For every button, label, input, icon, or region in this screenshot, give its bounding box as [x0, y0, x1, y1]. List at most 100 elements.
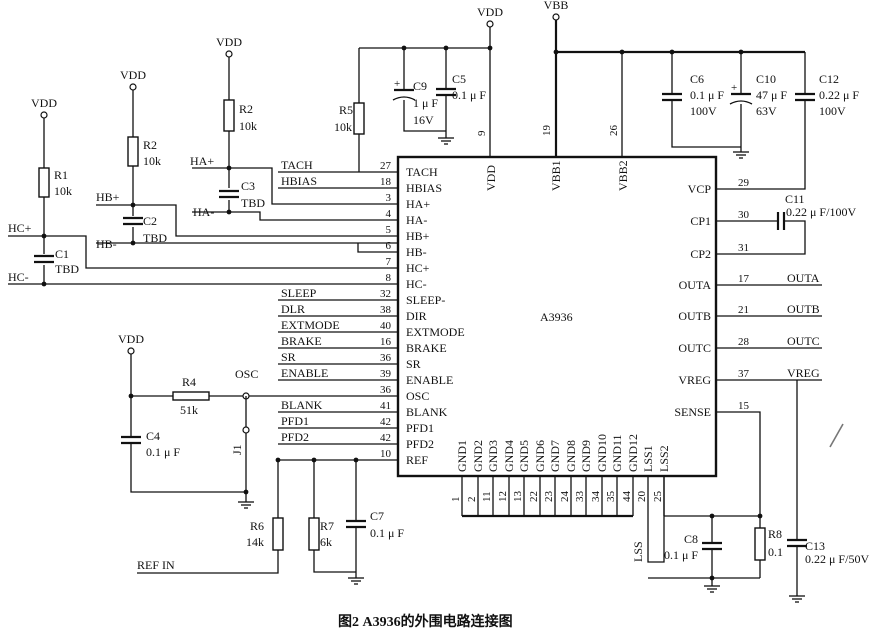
osc-label: OSC: [235, 367, 258, 381]
c9-voltage: 16V: [413, 113, 434, 127]
c8-ref: C8: [684, 532, 698, 546]
vdd-label: VDD: [120, 68, 146, 82]
c1-value: TBD: [55, 262, 79, 276]
net-label-hbias: HBIAS: [281, 174, 317, 188]
terminal: [127, 347, 135, 355]
r5-value: 10k: [334, 120, 352, 134]
r7-ref: R7: [320, 519, 334, 533]
pin-num-gnd6: 22: [528, 491, 540, 502]
pin-name-ha: HA+: [406, 197, 430, 211]
pin-num-vcp: 29: [738, 177, 750, 189]
pin-num-ha: 4: [386, 208, 392, 220]
c7-ref: C7: [370, 509, 384, 523]
pin-name-gnd4: GND4: [502, 440, 516, 472]
net-label-tach: TACH: [281, 158, 313, 172]
pin-name-blank: BLANK: [406, 405, 448, 419]
pin-num-hb: 5: [386, 224, 392, 236]
pin-name-ha: HA-: [406, 213, 427, 227]
r2-a-ref: R2: [239, 102, 253, 116]
pin-num-hbias: 18: [380, 176, 392, 188]
r1-value: 10k: [54, 184, 72, 198]
pin-name-gnd6: GND6: [533, 440, 547, 472]
c11-ref: C11: [785, 192, 805, 206]
net-label-sleep: SLEEP: [281, 286, 317, 300]
c9-value: 1 μ F: [413, 96, 438, 110]
hc-minus-label: HC-: [8, 270, 29, 284]
pin-num-outb: 21: [738, 304, 749, 316]
hb-plus-label: HB+: [96, 190, 120, 204]
r7-value: 6k: [320, 535, 332, 549]
pin-num-brake: 16: [380, 336, 392, 348]
resistor-r4: [172, 391, 210, 401]
pin-name-pfd1: PFD1: [406, 421, 434, 435]
ha-plus-label: HA+: [190, 154, 214, 168]
pin-num-pfd2: 42: [380, 432, 391, 444]
resistor-r2-b: [127, 136, 139, 167]
pin-name-gnd8: GND8: [564, 440, 578, 472]
hb-plus-net: [96, 204, 398, 237]
polarity-mark: +: [394, 78, 400, 90]
hc-plus-label: HC+: [8, 221, 32, 235]
pin-num-dir: 38: [380, 304, 392, 316]
pin-name-hc: HC-: [406, 277, 427, 291]
pin-name-gnd10: GND10: [595, 434, 609, 472]
net-label-vreg: VREG: [787, 366, 820, 380]
terminal: [40, 111, 48, 119]
junction-dot: [487, 45, 493, 51]
pin-name-vreg: VREG: [678, 373, 711, 387]
junction-dot: [553, 49, 559, 55]
r7-wire: [313, 550, 356, 573]
pin-num-pfd1: 42: [380, 416, 391, 428]
vdd-label: VDD: [118, 332, 144, 346]
vdd-label: VBB: [544, 0, 569, 12]
c1-ref: C1: [55, 247, 69, 261]
pin-num-gnd12: 44: [621, 491, 633, 503]
pin-name-lss2: LSS2: [657, 445, 671, 472]
c13-value: 0.22 μ F/50V: [805, 552, 869, 566]
pin-name-gnd1: GND1: [455, 440, 469, 472]
capacitor-c9: [392, 96, 416, 101]
pin-num-gnd1: 1: [450, 497, 462, 503]
pin-num-gnd8: 24: [559, 491, 571, 503]
pin-num-vbb1: 19: [541, 125, 553, 137]
ha-minus-net: [229, 211, 398, 221]
c12-value: 0.22 μ F: [819, 88, 859, 102]
hb-minus-net: [357, 243, 398, 253]
pin-num-gnd11: 35: [605, 491, 617, 503]
labels: A3936TACH27TACHHBIAS18HBIASHA+3HA-4HB+5H…: [8, 0, 869, 630]
ref-in-wire: [137, 550, 279, 574]
pin-num-hc: 8: [386, 272, 392, 284]
pin-num-gnd3: 11: [481, 491, 493, 502]
c12-wire: [716, 100, 806, 190]
pin-num-hc: 7: [386, 256, 392, 268]
hc-plus-net: [8, 235, 398, 269]
c6-value: 0.1 μ F: [690, 88, 724, 102]
vdd-label: VDD: [477, 5, 503, 19]
r1-ref: R1: [54, 168, 68, 182]
terminal: [129, 83, 137, 91]
vdd-label: VDD: [216, 35, 242, 49]
c6-ref: C6: [690, 72, 704, 86]
lss-label: LSS: [631, 541, 645, 562]
net-label-outc: OUTC: [787, 334, 820, 348]
pin-num-gnd9: 33: [574, 491, 586, 503]
net-label-pfd2: PFD2: [281, 430, 309, 444]
pin-name-hc: HC+: [406, 261, 430, 275]
c4-wire: [130, 443, 246, 493]
r5-ref: R5: [339, 103, 353, 117]
pin-num-outc: 28: [738, 336, 750, 348]
vdd-label: VDD: [31, 96, 57, 110]
pin-num-osc: 36: [380, 384, 392, 396]
net-label-extmode: EXTMODE: [281, 318, 340, 332]
pin-name-outc: OUTC: [678, 341, 711, 355]
net-label-enable: ENABLE: [281, 366, 328, 380]
j1-label: J1: [230, 444, 244, 455]
polarity-mark: +: [731, 82, 737, 94]
terminal: [552, 13, 560, 21]
c10-ref: C10: [756, 72, 776, 86]
pin-name-cp2: CP2: [690, 247, 711, 261]
r8-ref: R8: [768, 527, 782, 541]
pin-num-outa: 17: [738, 273, 750, 285]
pin-name-vdd: VDD: [484, 165, 498, 191]
resistor-r8: [754, 527, 766, 561]
